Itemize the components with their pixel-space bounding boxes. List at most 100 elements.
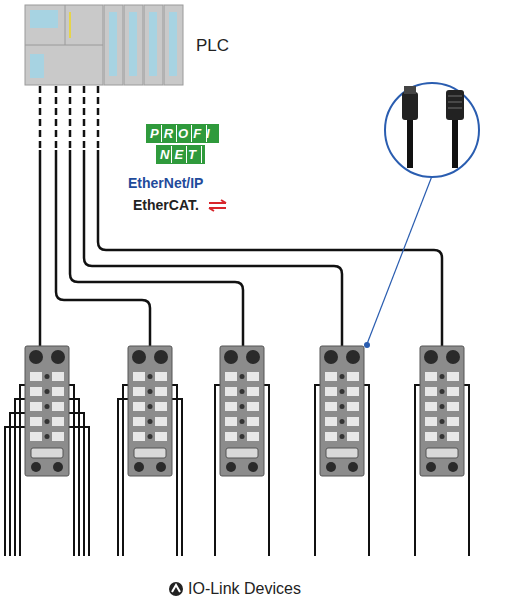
ethercat-logo: EtherCAT. bbox=[133, 197, 199, 213]
ethernet-ip-logo: EtherNet/IP bbox=[128, 175, 203, 191]
port-led bbox=[347, 402, 359, 411]
port-dot bbox=[148, 419, 153, 424]
device-cable bbox=[364, 385, 369, 556]
power-connector bbox=[448, 462, 458, 472]
io-module bbox=[124, 5, 143, 85]
port-led bbox=[347, 432, 359, 441]
port-led bbox=[52, 372, 64, 381]
port-dot bbox=[440, 374, 445, 379]
port-led bbox=[247, 417, 259, 426]
device-cable bbox=[264, 385, 269, 556]
power-connector bbox=[426, 462, 436, 472]
power-connector bbox=[134, 462, 144, 472]
cable-dashed bbox=[55, 86, 58, 150]
port-led bbox=[133, 372, 145, 381]
port-led bbox=[133, 387, 145, 396]
module-seam bbox=[25, 45, 103, 46]
module-window bbox=[169, 12, 177, 76]
port-led bbox=[447, 432, 459, 441]
device-cable bbox=[172, 399, 182, 556]
port-connector bbox=[346, 350, 360, 364]
port-dot bbox=[440, 419, 445, 424]
device-cable bbox=[10, 413, 25, 556]
port-led bbox=[247, 387, 259, 396]
plc-unit: PLC bbox=[24, 4, 234, 86]
cable-dashed bbox=[97, 86, 100, 150]
port-connector bbox=[51, 350, 65, 364]
port-connector bbox=[424, 350, 438, 364]
port-connector bbox=[246, 350, 260, 364]
port-led bbox=[425, 417, 437, 426]
port-dot bbox=[240, 419, 245, 424]
port-led bbox=[225, 432, 237, 441]
port-dot bbox=[148, 374, 153, 379]
io-link-master bbox=[420, 346, 464, 476]
port-led bbox=[447, 402, 459, 411]
port-dot bbox=[240, 434, 245, 439]
port-connector bbox=[324, 350, 338, 364]
io-link-logo bbox=[169, 582, 183, 596]
device-cable bbox=[464, 385, 469, 556]
port-led bbox=[325, 372, 337, 381]
port-led bbox=[247, 402, 259, 411]
device-cable bbox=[118, 399, 128, 556]
port-led bbox=[325, 387, 337, 396]
device-cable bbox=[215, 385, 220, 556]
cable-dashed bbox=[39, 86, 42, 150]
device-cable bbox=[69, 413, 84, 556]
connector-plugs bbox=[402, 86, 464, 168]
port-led bbox=[225, 387, 237, 396]
device-label: PLC bbox=[196, 36, 229, 56]
port-led bbox=[133, 402, 145, 411]
device-cable bbox=[69, 427, 89, 556]
device-cable bbox=[315, 385, 320, 556]
port-dot bbox=[148, 404, 153, 409]
callout-leader bbox=[367, 176, 432, 344]
port-connector bbox=[29, 350, 43, 364]
port-led bbox=[347, 387, 359, 396]
port-led bbox=[247, 372, 259, 381]
module-window bbox=[129, 12, 137, 76]
port-led bbox=[30, 372, 42, 381]
display bbox=[30, 54, 44, 78]
port-dot bbox=[148, 389, 153, 394]
port-led bbox=[225, 402, 237, 411]
port-dot bbox=[45, 419, 50, 424]
cable-dashed bbox=[69, 86, 72, 150]
power-connector bbox=[348, 462, 358, 472]
cable bbox=[39, 150, 42, 348]
plc-drawing bbox=[24, 4, 184, 86]
port-led bbox=[325, 417, 337, 426]
port-dot bbox=[45, 374, 50, 379]
port-dot bbox=[148, 434, 153, 439]
power-connector bbox=[326, 462, 336, 472]
port-led bbox=[325, 432, 337, 441]
callout-dot bbox=[364, 342, 370, 348]
port-led bbox=[30, 387, 42, 396]
device-cable bbox=[5, 427, 25, 556]
port-led bbox=[225, 417, 237, 426]
port-led bbox=[155, 372, 167, 381]
io-link-master bbox=[320, 346, 364, 476]
label-plate bbox=[31, 448, 63, 458]
io-link-master bbox=[25, 346, 69, 476]
profinet-logo: PROFI bbox=[146, 124, 219, 143]
port-dot bbox=[440, 434, 445, 439]
status-led bbox=[69, 12, 71, 38]
port-led bbox=[52, 417, 64, 426]
device-cable bbox=[15, 399, 25, 556]
port-led bbox=[52, 387, 64, 396]
port-dot bbox=[340, 404, 345, 409]
port-led bbox=[447, 372, 459, 381]
port-led bbox=[325, 402, 337, 411]
port-led bbox=[247, 432, 259, 441]
label-plate bbox=[326, 448, 358, 458]
cables bbox=[40, 86, 442, 348]
cpu-module bbox=[25, 5, 103, 85]
port-connector bbox=[154, 350, 168, 364]
port-led bbox=[133, 417, 145, 426]
device-cable bbox=[20, 385, 25, 556]
port-dot bbox=[440, 404, 445, 409]
device-cable bbox=[415, 385, 420, 556]
